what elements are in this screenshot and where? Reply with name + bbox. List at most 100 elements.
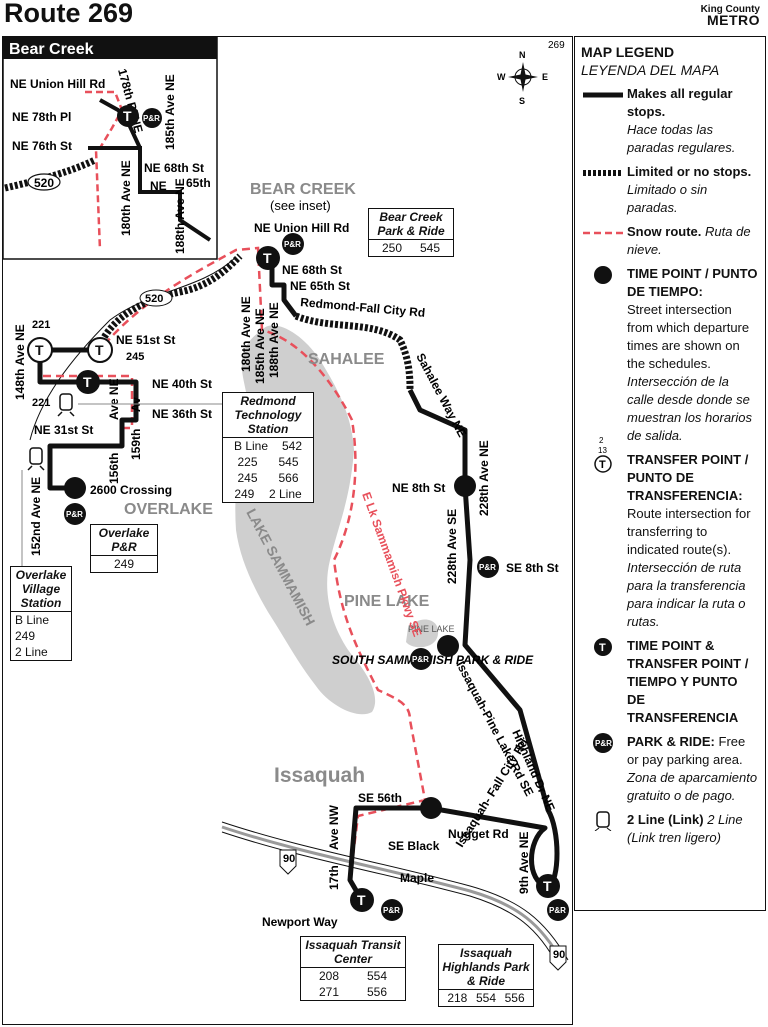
label-152nd: 152nd Ave NE — [29, 477, 43, 556]
legend-snow: Snow route. Ruta de nieve. — [581, 223, 759, 259]
legend-both-t: T — [599, 642, 606, 654]
legend-title: MAP LEGEND — [581, 44, 675, 60]
label-ave-ne: Ave NE — [107, 378, 121, 420]
rt-cell: 542 — [281, 439, 303, 453]
legend-pr-text-desc: Free or pay parking area. — [627, 734, 746, 767]
legend-pr-text: P&R — [595, 739, 612, 748]
issaquah-highlands-title: Issaquah Highlands Park & Ride — [439, 945, 533, 990]
bear-creek-route-2: 545 — [419, 241, 441, 255]
legend-both-icon: T — [594, 638, 612, 656]
ov-cell: 249 — [15, 629, 36, 643]
inset-label-180th: 180th Ave NE — [119, 160, 133, 236]
legend-both-bold: TIME POINT & TRANSFER POINT / TIEMPO Y P… — [627, 638, 749, 725]
rt-cell: B Line — [233, 439, 269, 453]
pr-icons: P&R P&R P&R P&R P&R P&R — [64, 233, 569, 921]
label-e-lake: E Lk Sammamish Pkwy SE — [359, 490, 424, 638]
legend-snow-line — [583, 231, 623, 235]
compass-w: W — [497, 72, 506, 82]
legend-link-bold: 2 Line (Link) — [627, 812, 704, 827]
label-south-sammamish: SOUTH SAMMAMISH PARK & RIDE — [332, 653, 534, 667]
label-185th: 185th Ave NE — [253, 308, 267, 384]
compass-e: E — [542, 72, 548, 82]
inset-label-185th: 185th Ave NE — [163, 74, 177, 150]
label-ne-51st: NE 51st St — [116, 333, 175, 347]
rt-cell: 249 — [234, 487, 255, 501]
pr-overlake: P&R — [66, 510, 83, 519]
rt-cell: 545 — [278, 455, 299, 469]
limited-route-line — [96, 253, 243, 348]
inset-label-union-hill: NE Union Hill Rd — [10, 77, 105, 91]
inset-labels: NE Union Hill Rd NE 78th Pl NE 76th St 1… — [10, 67, 211, 254]
legend-limited-es: Limitado o sin paradas. — [627, 182, 708, 215]
legend-sample-route: 2 — [599, 436, 604, 445]
label-ne-40th: NE 40th St — [152, 377, 212, 391]
label-180th: 180th Ave NE — [239, 296, 253, 372]
issaquah-tc-title: Issaquah Transit Center — [301, 937, 405, 968]
area-overlake: OVERLAKE — [124, 501, 213, 518]
compass-s: S — [519, 96, 525, 106]
agency-line2: METRO — [706, 12, 760, 28]
t-51st: T — [95, 342, 104, 358]
itc-cell: 208 — [318, 969, 340, 983]
inset-title: Bear Creek — [9, 41, 94, 58]
pr-issaquah-tc: P&R — [383, 906, 400, 915]
route-title: Route 269 — [4, 0, 134, 28]
legend-pr-icon: P&R — [593, 733, 613, 753]
legend-regular: Makes all regular stops. Hace todas las … — [581, 85, 759, 157]
inset-header-bar — [3, 37, 217, 59]
label-se-8th: SE 8th St — [506, 561, 559, 575]
label-ne-31st: NE 31st St — [34, 423, 93, 437]
legend-time-text: Street intersection from which departure… — [627, 302, 750, 371]
label-ne-65th: NE 65th St — [290, 279, 350, 293]
inset-label-68th: NE 68th St — [144, 161, 204, 175]
metro-logo: King County METRO — [700, 4, 760, 28]
label-9th: 9th Ave NE — [517, 832, 531, 894]
ov-cell: B Line — [15, 613, 50, 627]
compass-n: N — [519, 50, 526, 60]
inset-label-188th: 188th Ave NE — [173, 178, 187, 254]
legend-transfer-icon: 2 13 T — [594, 436, 612, 473]
legend-sample-route2: 13 — [598, 446, 607, 455]
area-issaquah: Issaquah — [274, 764, 365, 787]
label-156th: 156th — [107, 453, 121, 484]
compass-rose: N S W E — [497, 50, 548, 106]
label-newport-way: Newport Way — [262, 915, 338, 929]
legend-transfer-es: Intersección de ruta para la transferenc… — [627, 560, 746, 629]
shield-245: 245 — [126, 351, 144, 363]
legend-limited-bold: Limited or no stops. — [627, 164, 752, 179]
route-shields: 221 221 245 520 90 90 — [32, 289, 567, 971]
agency-line1: King County — [700, 4, 760, 15]
map-frame — [2, 36, 573, 1025]
map-code: 269 — [548, 40, 565, 51]
legend-park-ride: P&R PARK & RIDE: Free or pay parking are… — [581, 733, 759, 805]
rt-cell: 566 — [278, 471, 299, 485]
t-issaquah-tc: T — [357, 892, 366, 908]
i90-highway — [221, 821, 569, 961]
legend-time-dot — [594, 266, 612, 284]
legend-pr-bold: PARK & RIDE: — [627, 734, 715, 749]
area-pine-lake-small: PINE LAKE — [408, 624, 455, 634]
bear-creek-route-1: 250 — [381, 241, 403, 255]
inset-time-point — [117, 105, 139, 127]
legend-pr-es: Zona de aparcamiento gratuito o de pago. — [627, 770, 758, 803]
rt-cell: 225 — [237, 455, 258, 469]
inset-label-ne: NE — [150, 179, 167, 193]
inset-pr-text: P&R — [143, 114, 160, 123]
itc-cell: 271 — [318, 985, 340, 999]
ov-cell: 2 Line — [15, 645, 48, 659]
link-train-icons — [27, 393, 75, 471]
label-ne-36th: NE 36th St — [152, 407, 212, 421]
shield-221b: 221 — [32, 397, 50, 409]
legend-t-letter: T — [599, 459, 606, 471]
legend-link: 2 Line (Link) 2 Line (Link tren ligero) — [581, 811, 759, 847]
pr-south-sammamish: P&R — [412, 655, 429, 664]
label-2600-crossing: 2600 Crossing — [90, 483, 172, 497]
pine-lake — [406, 619, 439, 648]
itc-cell: 556 — [366, 985, 388, 999]
inset-label-78th: NE 78th Pl — [12, 110, 71, 124]
ihl-cell: 554 — [475, 991, 496, 1005]
legend-transfer-text: Route intersection for transferring to i… — [627, 506, 751, 557]
label-ne-union-hill: NE Union Hill Rd — [254, 221, 349, 235]
legend-snow-es: Ruta de nieve. — [627, 224, 751, 257]
